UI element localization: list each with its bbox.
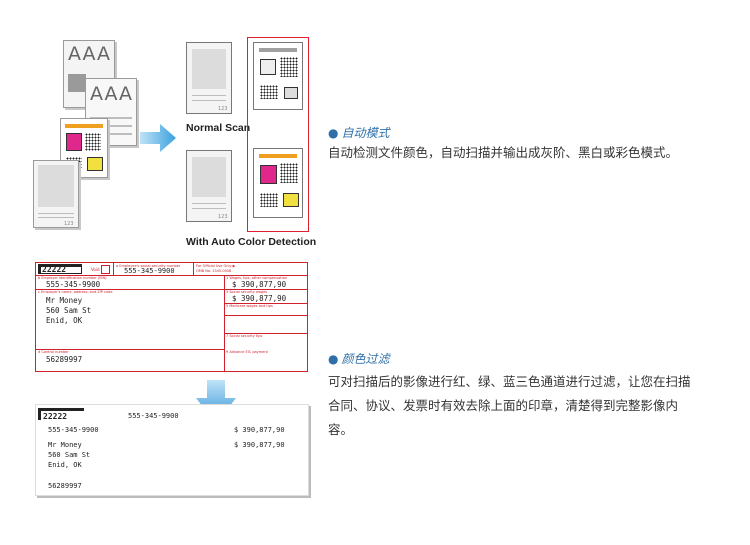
arrow-down-icon [196,380,236,424]
highlight-frame [247,37,309,232]
yellow-image [87,157,103,171]
doc-text: AAA [68,43,112,65]
bw-output-page [253,42,303,110]
color-output-page [253,148,303,218]
auto-mode-title: ●自动模式 [328,126,390,140]
magenta-image [260,165,277,184]
color-filter-title: ●颜色过滤 [328,352,390,366]
normal-scan-caption: Normal Scan [186,122,251,134]
auto-color-caption: With Auto Color Detection [186,236,317,248]
input-page-gray: 123 [33,160,79,228]
scanner-icon [284,87,298,99]
form-code-box [38,264,82,274]
w2-form-filtered: 22222 555-345-9900 555-345-9900 $ 390,87… [35,404,309,496]
magenta-image [66,133,82,151]
printer-icon [260,59,276,75]
w2-form-original: 22222 Void a Employee's social security … [35,262,308,372]
auto-mode-description: 自动检测文件颜色，自动扫描并输出成灰阶、黑白或彩色模式。 [328,145,679,160]
arrow-right-icon [140,124,176,152]
doc-text: AAA [90,83,134,105]
gray-image-block [68,74,86,92]
color-filter-description: 可对扫描后的影像进行红、绿、蓝三色通道进行过滤，让您在扫描 合同、协议、发票时有… [328,374,691,437]
auto-color-gray-page: 123 [186,150,232,222]
yellow-image [283,193,299,207]
void-checkbox [101,265,110,274]
normal-scan-page: 123 [186,42,232,114]
